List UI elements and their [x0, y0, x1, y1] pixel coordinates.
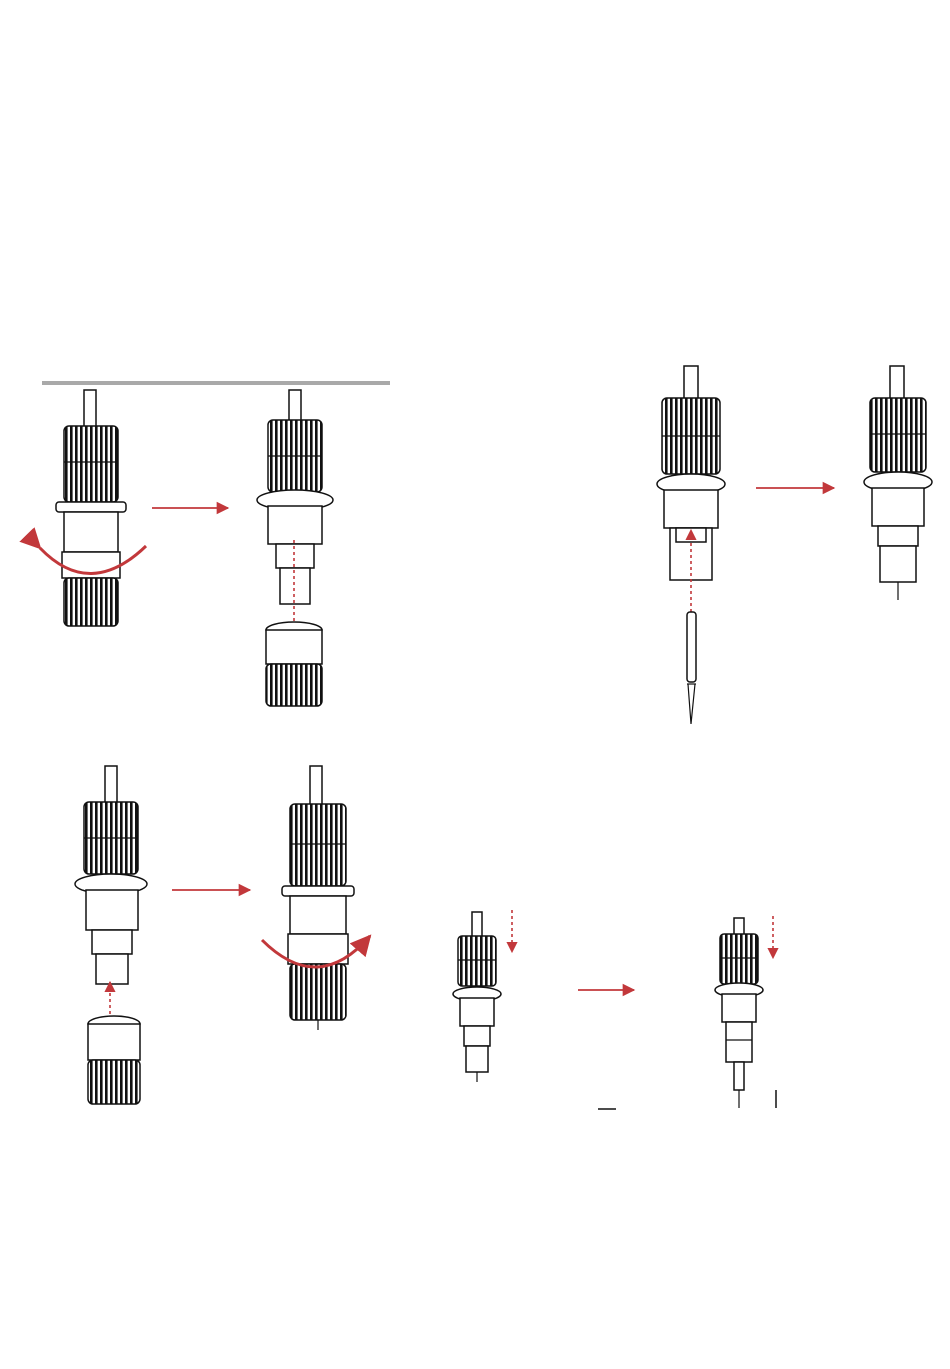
step-3-group	[75, 766, 370, 1104]
blade-holder-icon	[75, 766, 147, 984]
blade-icon	[687, 612, 696, 724]
cap-icon	[266, 622, 322, 706]
step-4-group	[453, 910, 776, 1109]
step-2-group	[657, 366, 932, 724]
blade-holder-icon	[56, 390, 126, 626]
blade-holder-icon	[282, 766, 354, 1030]
blade-holder-icon	[657, 366, 725, 580]
cap-icon	[88, 1016, 140, 1104]
blade-holder-icon	[864, 366, 932, 600]
blade-holder-icon	[715, 918, 763, 1108]
blade-holder-icon	[257, 390, 333, 604]
step-1-group	[40, 390, 333, 706]
blade-holder-icon	[453, 912, 501, 1082]
